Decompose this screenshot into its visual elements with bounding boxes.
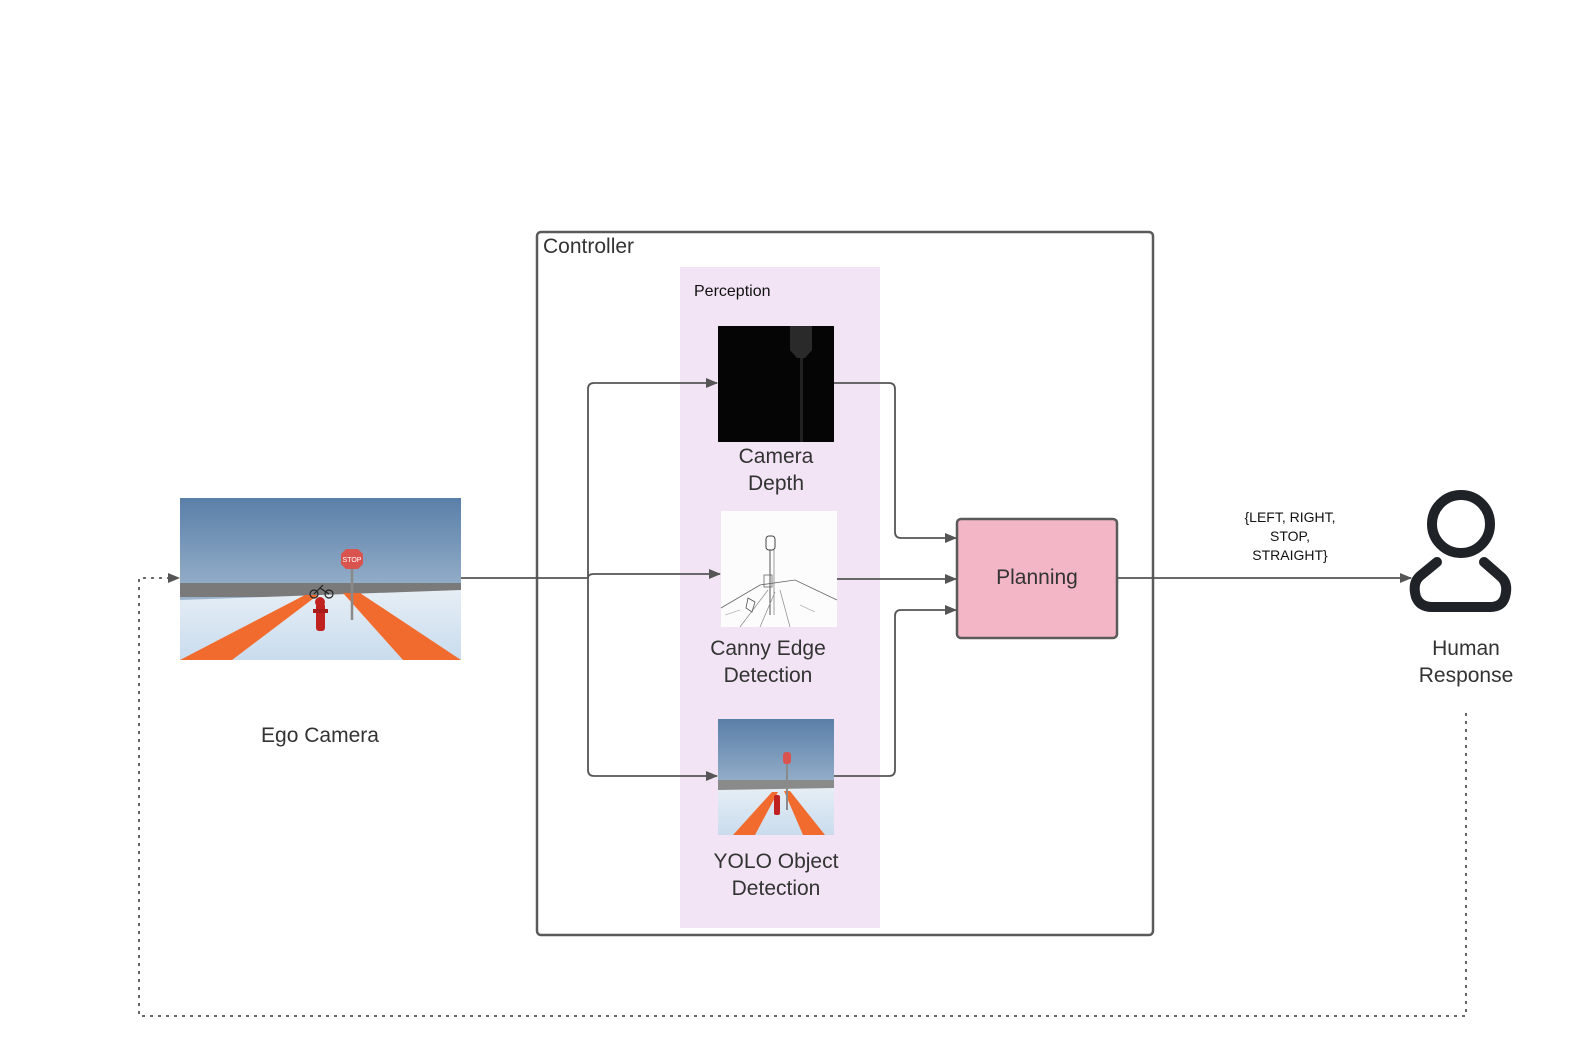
edge-trunk-to-depth xyxy=(587,378,718,578)
canny-edge-image xyxy=(720,511,838,628)
controller-label: Controller xyxy=(543,235,635,258)
perception-label: Perception xyxy=(694,283,771,300)
human-response-label-line1: Human xyxy=(1432,637,1500,660)
human-response-label: Human Response xyxy=(1396,635,1536,689)
edge-trunk-to-canny xyxy=(587,569,721,579)
yolo-label-line1: YOLO Object xyxy=(713,850,839,873)
human-response-label-line2: Response xyxy=(1418,664,1514,687)
yolo-image xyxy=(718,719,834,835)
edge-label-line3: STRAIGHT} xyxy=(1252,547,1328,563)
camera-depth-image xyxy=(718,326,834,442)
edge-trunk-to-yolo xyxy=(587,578,718,781)
camera-depth-label: Camera Depth xyxy=(696,443,856,497)
canny-edge-label-line1: Canny Edge xyxy=(710,637,826,660)
edges xyxy=(138,378,1467,1017)
controller-box xyxy=(535,230,1155,937)
edge-depth-to-planning xyxy=(834,382,957,543)
camera-depth-label-line1: Camera xyxy=(738,445,814,468)
ego-camera-image: STOP xyxy=(180,498,461,660)
stop-sign-text: STOP xyxy=(343,557,362,564)
edge-label-line1: {LEFT, RIGHT, xyxy=(1244,509,1336,525)
edge-yolo-to-planning xyxy=(834,605,957,777)
person-icon xyxy=(1409,490,1512,612)
planning-label: Planning xyxy=(996,566,1078,589)
camera-depth-label-line2: Depth xyxy=(747,472,805,495)
ego-camera-label: Ego Camera xyxy=(261,724,379,747)
edge-feedback-loop xyxy=(138,573,1467,1017)
edge-label-line2: STOP, xyxy=(1270,528,1310,544)
yolo-label-line2: Detection xyxy=(731,877,821,900)
edge-label-planning-to-human: {LEFT, RIGHT, STOP, STRAIGHT} xyxy=(1210,508,1370,565)
yolo-label: YOLO Object Detection xyxy=(686,848,866,902)
canny-edge-label: Canny Edge Detection xyxy=(688,635,848,689)
canny-edge-label-line2: Detection xyxy=(723,664,813,687)
